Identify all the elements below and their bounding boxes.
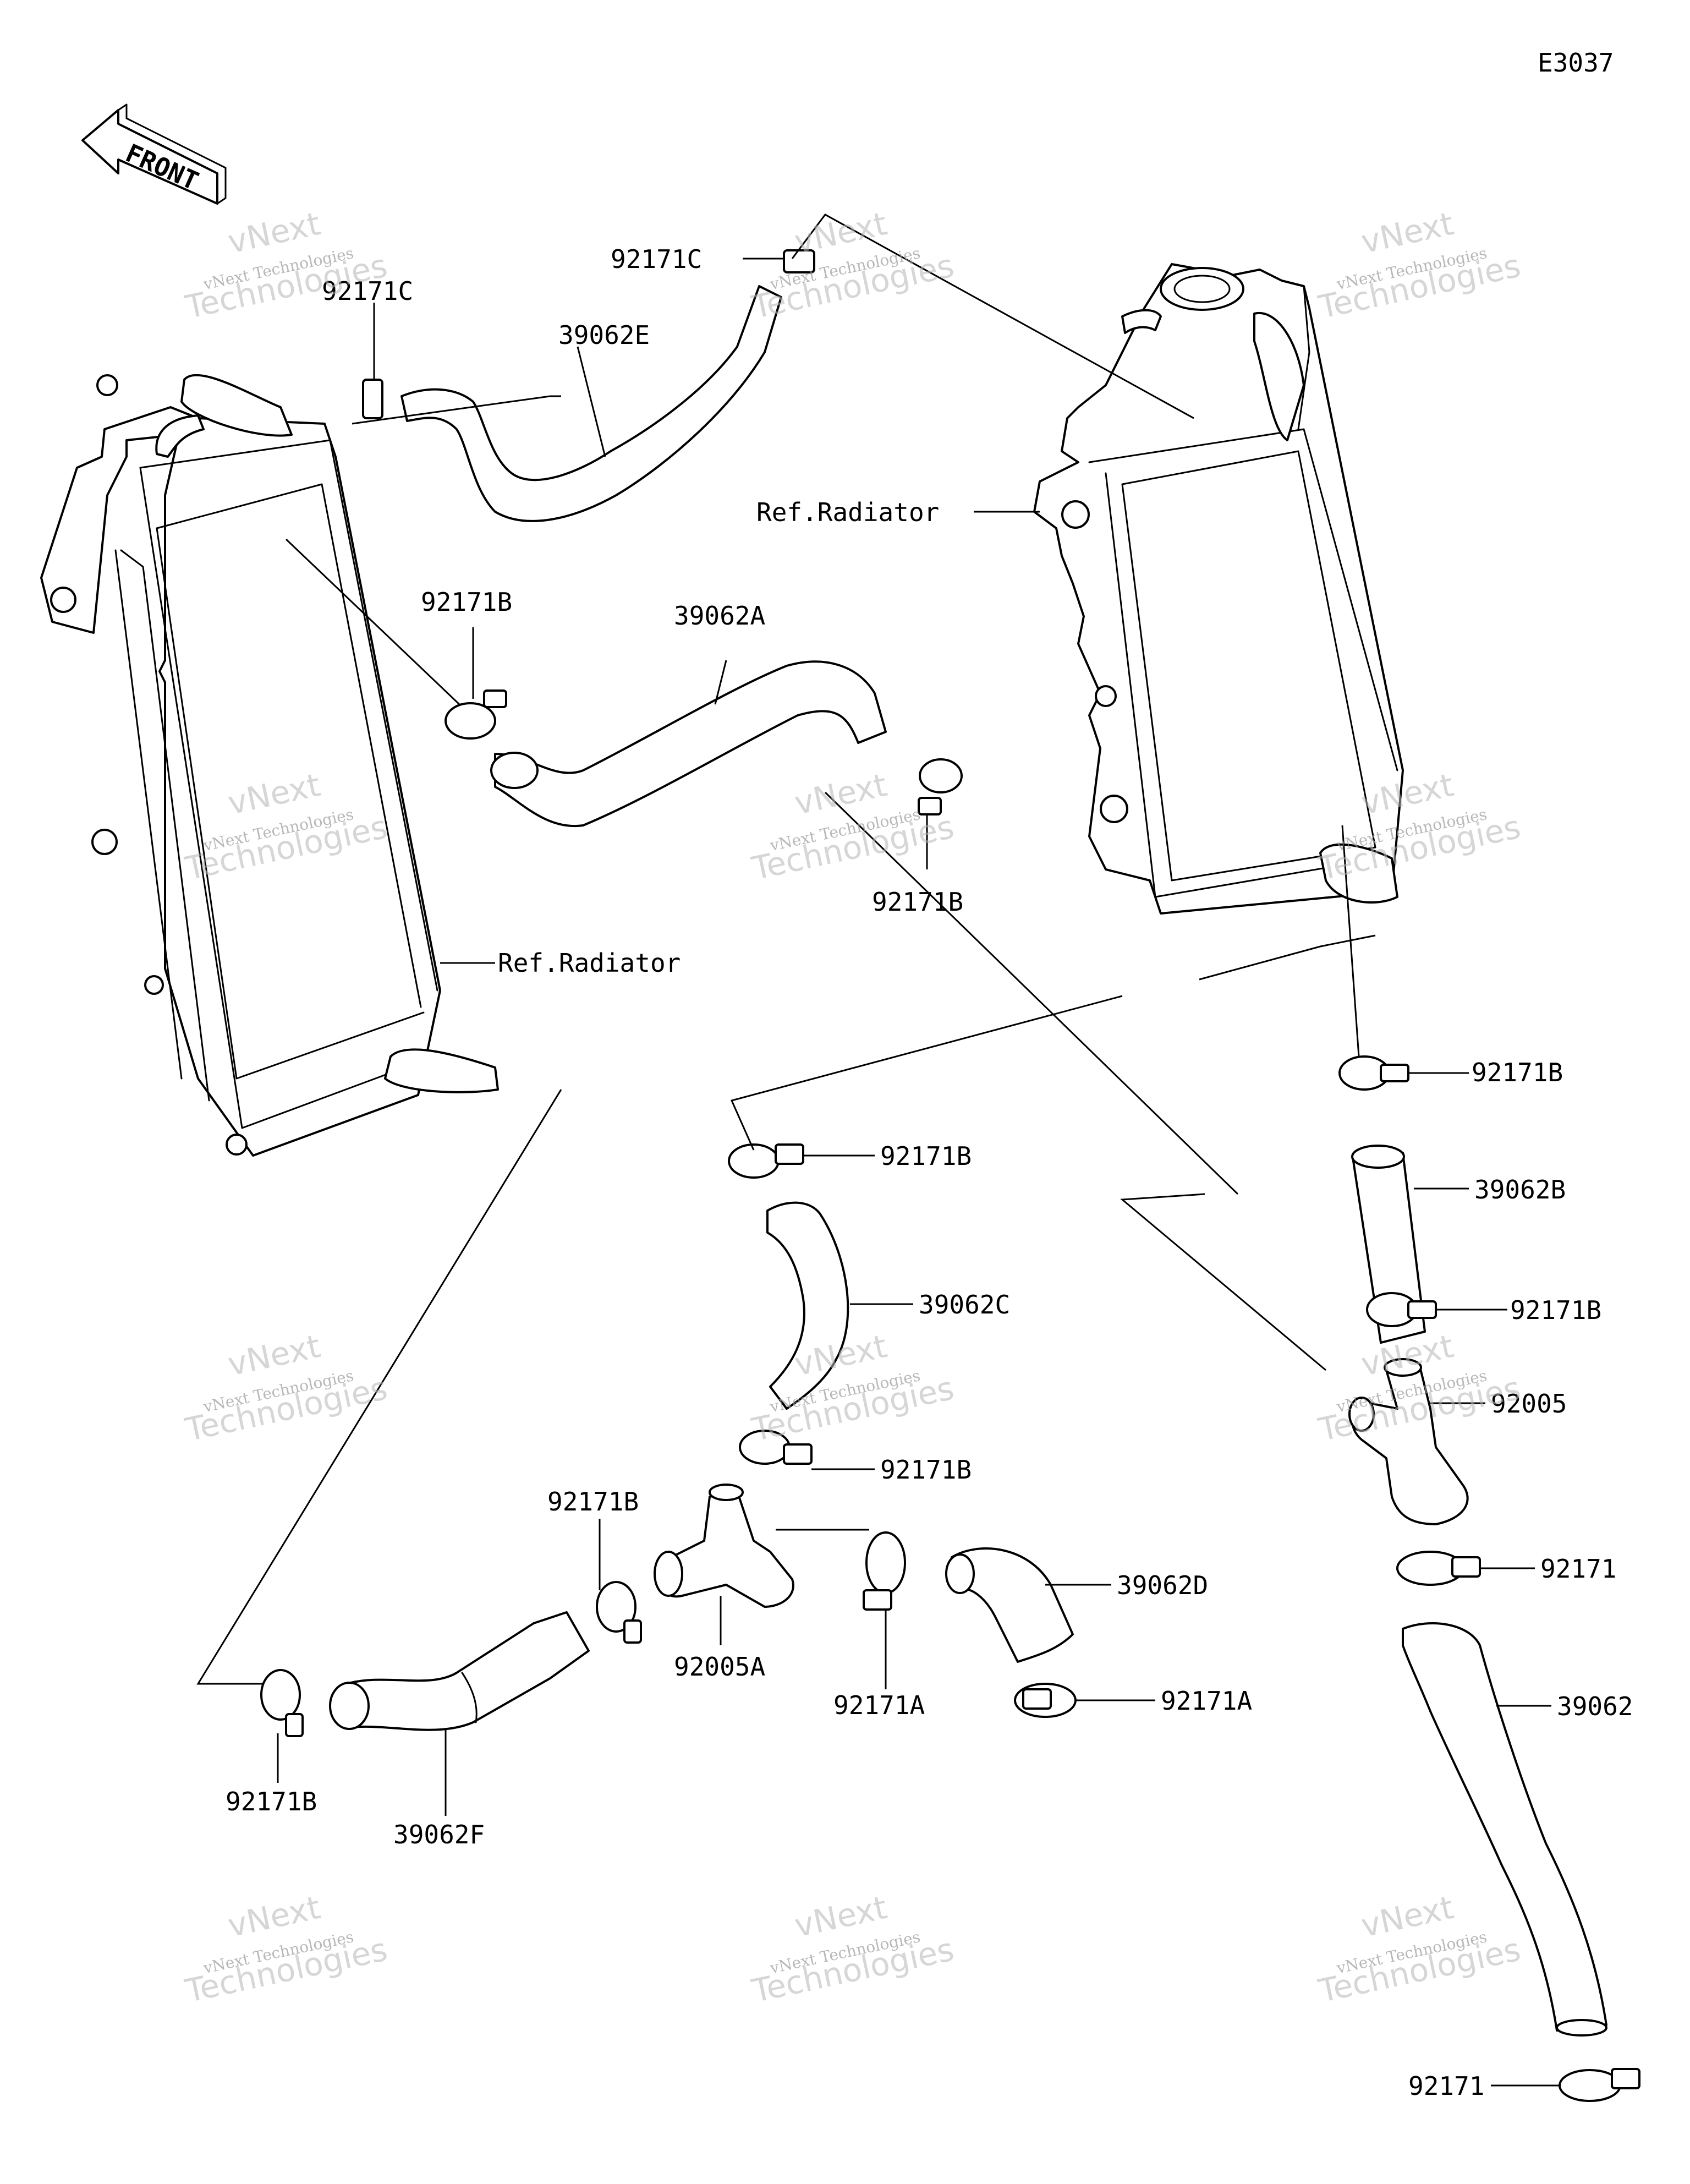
part-label-39062F: 39062F: [393, 1820, 485, 1849]
hose-39062e: [400, 285, 782, 522]
part-label-39062A: 39062A: [674, 601, 765, 631]
leader-lines: [196, 214, 1560, 2087]
svg-text:vNext: vNext: [1358, 1889, 1457, 1945]
right-radiator: [1033, 263, 1404, 915]
part-label-92171B-center2: 92171B: [880, 1455, 972, 1485]
clamp-icon: [260, 249, 1640, 2102]
part-label-92171C-top: 92171C: [611, 244, 702, 274]
part-label-39062B: 39062B: [1474, 1175, 1566, 1205]
svg-text:vNext: vNext: [224, 1327, 323, 1383]
part-label-92171B-bottom: 92171B: [226, 1787, 317, 1816]
svg-text:vNext: vNext: [224, 1889, 323, 1945]
part-label-92171C-left: 92171C: [322, 276, 413, 306]
svg-text:vNext: vNext: [791, 766, 890, 822]
part-label-92005: 92005: [1491, 1389, 1567, 1419]
part-label-92005A: 92005A: [674, 1652, 765, 1682]
part-label-39062: 39062: [1557, 1692, 1633, 1721]
svg-text:vNext: vNext: [224, 205, 323, 261]
ref-radiator-left-label: Ref.Radiator: [498, 948, 681, 978]
part-label-92171-right: 92171: [1540, 1554, 1616, 1584]
part-label-39062D: 39062D: [1117, 1570, 1208, 1600]
part-label-39062E: 39062E: [558, 320, 650, 350]
part-label-92171B-mid: 92171B: [872, 887, 963, 917]
part-label-92171A-left: 92171A: [833, 1690, 925, 1720]
diagram-code: E3037: [1538, 48, 1614, 78]
part-label-92171B-lower: 92171B: [547, 1487, 639, 1517]
part-label-92171B-upper-left: 92171B: [421, 587, 512, 617]
part-label-92171B-right2: 92171B: [1510, 1295, 1601, 1325]
part-label-92171B-right1: 92171B: [1472, 1058, 1563, 1087]
ref-radiator-right-label: Ref.Radiator: [756, 497, 939, 527]
svg-text:vNext: vNext: [791, 205, 890, 261]
part-label-39062C: 39062C: [919, 1290, 1010, 1320]
hose-39062a: [494, 660, 887, 828]
part-label-92171A-right: 92171A: [1161, 1686, 1252, 1716]
part-label-92171-bottom: 92171: [1408, 2071, 1484, 2101]
hose-39062: [1402, 1622, 1607, 2032]
svg-text:vNext: vNext: [791, 1889, 890, 1945]
left-radiator: [40, 374, 499, 1157]
hose-39062c: [766, 1201, 849, 1410]
hose-39062f: [345, 1611, 590, 1731]
hose-39062d: [951, 1547, 1074, 1663]
front-arrow-icon: FRONT: [81, 103, 227, 205]
part-label-92171B-center1: 92171B: [880, 1141, 972, 1171]
svg-text:vNext: vNext: [1358, 205, 1457, 261]
